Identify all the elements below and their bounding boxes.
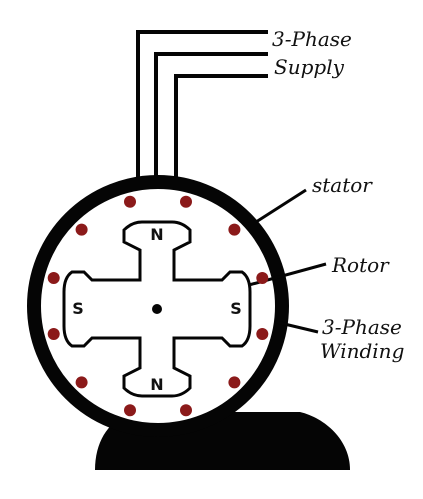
rotor-pole-bottom-label: N [150,375,163,394]
rotor-shaft [152,304,162,314]
rotor-pole-left-label: S [72,299,84,318]
winding-dot [256,272,269,284]
stator-leader-line [255,188,307,224]
rotor-pole-right-label: S [230,299,242,318]
winding-dot [47,328,60,340]
rotor-pole-top-label: N [150,225,163,244]
winding-dot [124,404,136,417]
winding-dot [75,223,88,236]
supply-label-line1: 3-Phase [272,27,352,51]
winding-dot [180,404,192,417]
winding-dots [47,195,269,417]
winding-dot [124,195,136,208]
winding-label-line2: Winding [320,339,404,363]
rotor-leader-line [237,262,327,290]
winding-dot [228,223,241,236]
winding-dot [256,328,269,340]
supply-wire-3 [174,74,268,182]
winding-label-line1: 3-Phase [322,315,402,339]
supply-wires [136,30,268,182]
winding-dot [47,272,60,284]
supply-label-line2: Supply [274,55,345,79]
winding-dot [180,195,192,208]
rotor-label: Rotor [331,253,390,277]
winding-leader-line [275,320,319,334]
winding-dot [75,376,88,389]
supply-wire-2 [154,52,268,182]
winding-dot [228,376,241,389]
stator-label: stator [312,173,373,197]
supply-wire-1 [136,30,268,182]
